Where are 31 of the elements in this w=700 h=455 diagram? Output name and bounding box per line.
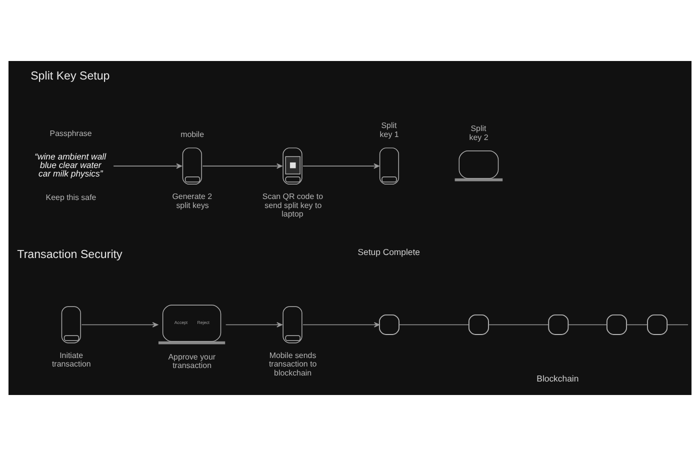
node-box bbox=[647, 314, 668, 334]
node-box bbox=[468, 314, 489, 334]
arrow bbox=[81, 322, 158, 327]
node-label: Initiate transaction bbox=[52, 350, 91, 368]
node-label: Passphrase bbox=[50, 128, 92, 138]
label: Split Key Setup bbox=[30, 70, 110, 82]
label: Transaction Security bbox=[17, 248, 122, 260]
node-label: mobile bbox=[180, 129, 204, 138]
node-label: Split key 2 bbox=[469, 124, 488, 142]
arrow bbox=[302, 322, 380, 327]
node-label: Generate 2 split keys bbox=[172, 192, 212, 210]
node-label: Split key 1 bbox=[380, 120, 399, 138]
connector bbox=[398, 324, 470, 325]
node-label: Mobile sends transaction to blockchain bbox=[268, 350, 317, 377]
node-box bbox=[606, 314, 627, 334]
connector bbox=[626, 324, 648, 325]
node-label: Approve your transaction bbox=[168, 352, 216, 370]
node-box bbox=[378, 314, 400, 334]
node-label: Scan QR code to send split key to laptop bbox=[262, 192, 324, 218]
connector bbox=[568, 324, 608, 325]
node-text: “wine ambient wall blue clear water car milk physics” bbox=[34, 150, 106, 178]
arrow bbox=[113, 162, 182, 168]
node-label: Keep this safe bbox=[46, 192, 96, 202]
connector bbox=[666, 324, 688, 325]
label: Blockchain bbox=[536, 372, 579, 383]
label: Setup Complete bbox=[358, 246, 420, 257]
arrow bbox=[302, 162, 380, 168]
node-box bbox=[548, 314, 569, 334]
arrow bbox=[225, 322, 282, 327]
connector bbox=[488, 324, 549, 325]
arrow bbox=[202, 162, 282, 168]
